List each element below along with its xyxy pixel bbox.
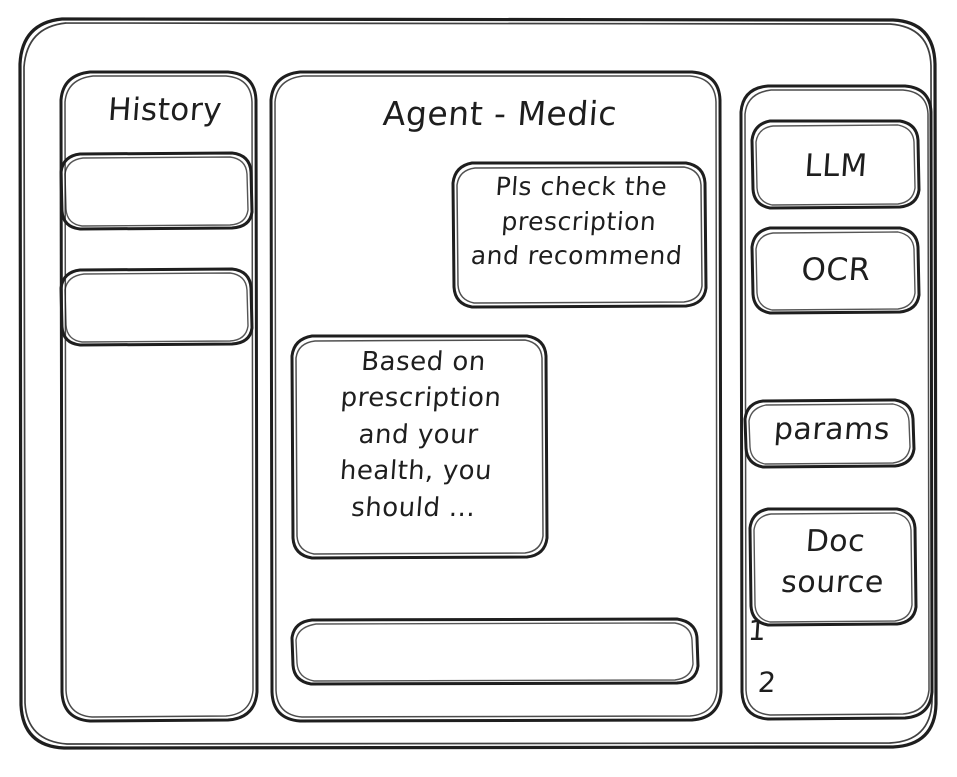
history-item-2[interactable] xyxy=(61,269,252,345)
user-message-bubble-outline xyxy=(451,161,708,309)
doc-source-button-outline xyxy=(748,507,918,627)
llm-button[interactable] xyxy=(752,121,919,208)
doc-source-list-item-2[interactable]: 2 xyxy=(756,666,778,699)
window-frame xyxy=(18,17,938,750)
history-panel-title: History xyxy=(106,92,224,128)
doc-source-button[interactable] xyxy=(750,509,916,625)
history-panel-outline xyxy=(59,70,259,723)
history-item-2-outline xyxy=(59,267,254,347)
llm-button-outline xyxy=(750,119,921,210)
user-message-text: Pls check the prescription and recommend xyxy=(469,172,684,270)
main-panel-outline xyxy=(269,70,723,723)
history-item-1-outline xyxy=(59,151,254,231)
assistant-message-text: Based on prescription and your health, y… xyxy=(338,347,503,523)
params-button-outline xyxy=(743,398,916,469)
assistant-message-bubble-outline xyxy=(290,334,549,560)
tools-panel-outline xyxy=(739,84,934,721)
params-button[interactable] xyxy=(745,400,914,467)
composer-input[interactable] xyxy=(292,619,698,684)
history-item-1[interactable] xyxy=(61,153,252,229)
page-title: Agent - Medic xyxy=(381,94,619,133)
ocr-button[interactable] xyxy=(752,228,919,313)
ocr-button-outline xyxy=(750,226,921,315)
composer-outline xyxy=(290,617,700,686)
